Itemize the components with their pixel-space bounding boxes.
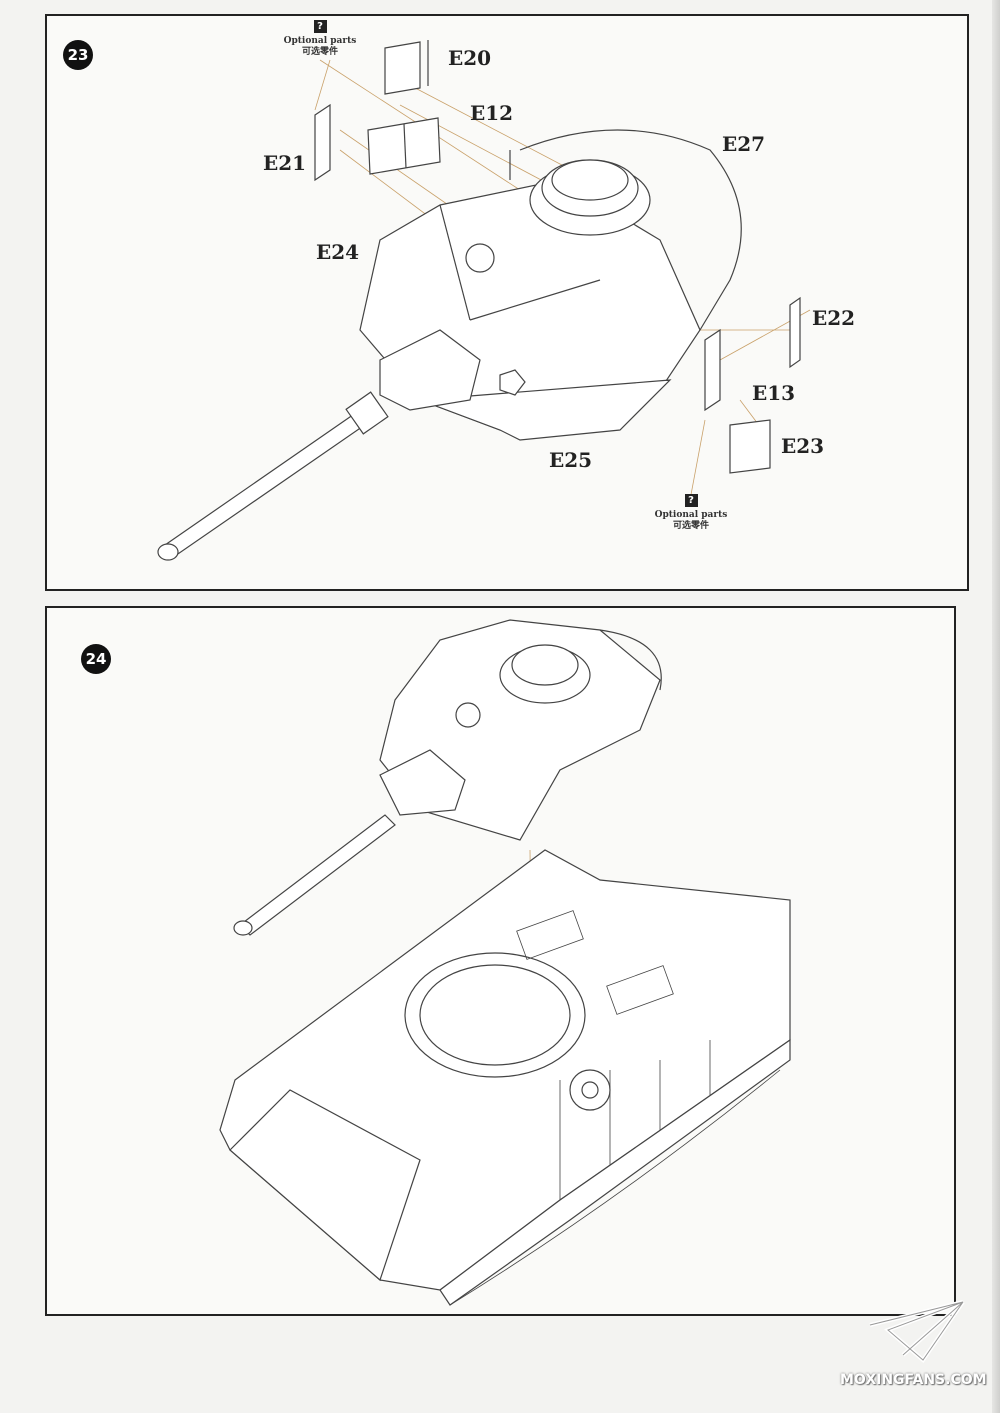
question-icon: ? <box>684 494 698 507</box>
part-label-e13: E13 <box>752 381 796 405</box>
part-label-e22: E22 <box>812 306 856 330</box>
step-number-badge: 23 <box>63 40 93 70</box>
watermark-text: MOXINGFANS.COM <box>840 1372 987 1388</box>
optional-parts-zh: 可选零件 <box>672 521 709 531</box>
part-label-e20: E20 <box>448 46 492 70</box>
optional-parts-en: Optional parts <box>283 36 357 46</box>
turret-exploded-drawing <box>157 40 811 561</box>
paper-plane-logo-icon <box>869 1300 965 1363</box>
part-label-e23: E23 <box>781 434 825 458</box>
part-label-e27: E27 <box>722 132 766 156</box>
part-label-e25: E25 <box>549 448 593 472</box>
optional-parts-note: ? Optional parts 可选零件 <box>275 20 365 58</box>
part-label-e21: E21 <box>263 151 307 175</box>
step-number-badge: 24 <box>81 644 111 674</box>
optional-parts-zh: 可选零件 <box>301 47 338 57</box>
optional-parts-en: Optional parts <box>654 510 728 520</box>
optional-parts-note: ? Optional parts 可选零件 <box>646 494 736 532</box>
question-icon: ? <box>313 20 327 33</box>
part-label-e12: E12 <box>470 101 514 125</box>
part-label-e24: E24 <box>316 240 360 264</box>
page-binding-edge <box>992 0 1000 1413</box>
